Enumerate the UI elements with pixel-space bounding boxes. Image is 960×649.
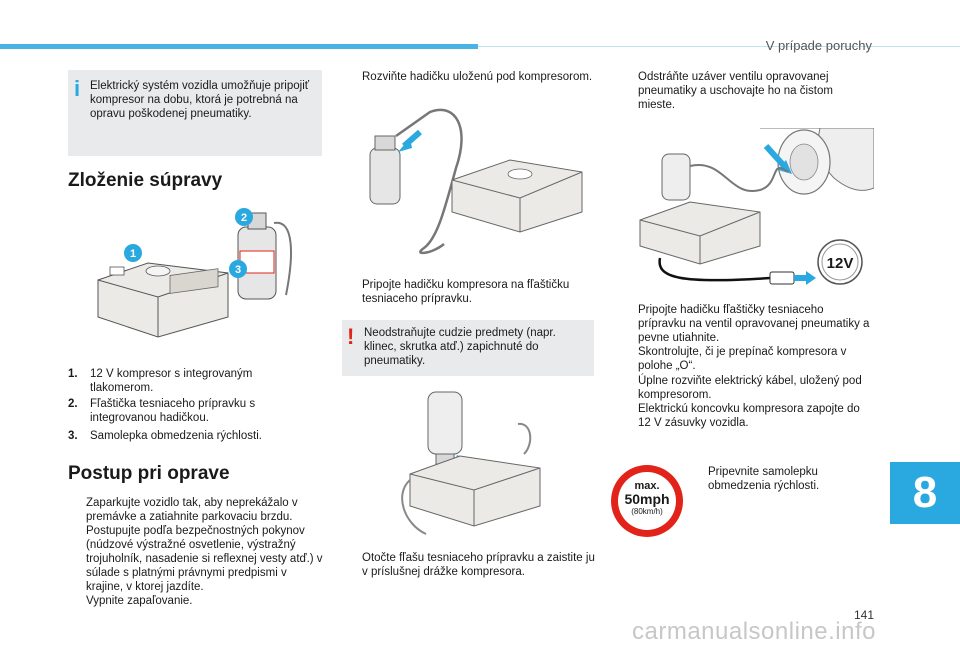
compressor-drawing bbox=[451, 159, 583, 233]
compressor-drawing bbox=[639, 201, 761, 265]
speed-limit-sticker-inner: max. 50mph (80km/h) bbox=[618, 472, 676, 530]
right-step-4: Úplne rozviňte elektrický kábel, uložený… bbox=[620, 374, 872, 402]
callout-1: 1 bbox=[124, 244, 142, 262]
kit-item-3: 3. Samolepka obmedzenia rýchlosti. bbox=[68, 429, 318, 443]
right-step-text: Odstráňte uzáver ventilu opravovanej pne… bbox=[638, 71, 833, 111]
repair-step-text: Postupujte podľa bezpečnostných pokynov … bbox=[86, 525, 323, 593]
sticker-max: max. bbox=[634, 480, 660, 492]
kit-heading: Zloženie súpravy bbox=[68, 170, 223, 191]
sticker-kmh: (80km/h) bbox=[631, 507, 663, 516]
bottle-mount-illustration bbox=[401, 391, 541, 535]
info-text: Elektrický systém vozidla umožňuje pripo… bbox=[90, 80, 310, 120]
hose-drawing bbox=[395, 108, 463, 255]
repair-step-text: Vypnite zapaľovanie. bbox=[86, 595, 193, 607]
watermark: carmanualsonline.info bbox=[632, 618, 876, 645]
middle-step-2: Pripojte hadičku kompresora na fľaštičku… bbox=[344, 278, 594, 306]
right-step-1: Odstráňte uzáver ventilu opravovanej pne… bbox=[620, 70, 870, 112]
socket-label: 12V bbox=[827, 255, 854, 272]
compressor-drawing bbox=[97, 262, 229, 338]
tyre-connection-illustration: 12V bbox=[639, 128, 874, 285]
kit-item-text: 12 V kompresor s integrovaným tlakomerom… bbox=[90, 368, 253, 394]
right-step-5: Elektrickú koncovku kompresora zapojte d… bbox=[620, 402, 872, 430]
kit-item-1: 1. 12 V kompresor s integrovaným tlakome… bbox=[68, 367, 318, 395]
compressor-drawing bbox=[409, 455, 541, 527]
sticker-step-text: Pripevnite samolepku obmedzenia rýchlost… bbox=[708, 466, 820, 492]
repair-step-text: Zaparkujte vozidlo tak, aby neprekážalo … bbox=[86, 497, 298, 523]
info-box: i Elektrický systém vozidla umožňuje pri… bbox=[68, 70, 322, 156]
sticker-step: Pripevnite samolepku obmedzenia rýchlost… bbox=[690, 465, 850, 493]
middle-step-3: Otočte fľašu tesniaceho prípravku a zais… bbox=[344, 551, 598, 579]
bottle-drawing bbox=[427, 391, 463, 455]
middle-step-1: Rozviňte hadičku uloženú pod kompresorom… bbox=[344, 70, 594, 84]
section-title: V prípade poruchy bbox=[765, 38, 872, 53]
right-step-text: Pripojte hadičku fľaštičky tesniaceho pr… bbox=[638, 304, 870, 344]
speed-limit-sticker: max. 50mph (80km/h) bbox=[611, 465, 683, 537]
info-icon: i bbox=[74, 76, 81, 101]
right-step-3: Skontrolujte, či je prepínač kompresora … bbox=[620, 345, 872, 373]
callout-2: 2 bbox=[235, 208, 253, 226]
middle-step-text: Pripojte hadičku kompresora na fľaštičku… bbox=[362, 279, 570, 305]
callout-label-2: 2 bbox=[241, 212, 247, 224]
middle-step-text: Rozviňte hadičku uloženú pod kompresorom… bbox=[362, 71, 593, 83]
kit-item-text: Samolepka obmedzenia rýchlosti. bbox=[90, 430, 262, 442]
repair-step-3: Vypnite zapaľovanie. bbox=[68, 594, 324, 608]
kit-item-2: 2. Fľaštička tesniaceho prípravku s inte… bbox=[68, 397, 318, 425]
kit-item-text: Fľaštička tesniaceho prípravku s integro… bbox=[90, 398, 256, 424]
repair-step-1: Zaparkujte vozidlo tak, aby neprekážalo … bbox=[68, 496, 324, 524]
header-accent-bar bbox=[0, 44, 478, 49]
repair-step-2: Postupujte podľa bezpečnostných pokynov … bbox=[68, 524, 324, 594]
kit-item-number: 2. bbox=[68, 398, 78, 410]
plug-drawing bbox=[769, 271, 795, 285]
kit-item-number: 1. bbox=[68, 368, 78, 380]
right-step-text: Skontrolujte, či je prepínač kompresora … bbox=[638, 346, 847, 372]
repair-heading: Postup pri oprave bbox=[68, 463, 230, 484]
kit-illustration: 1 2 3 bbox=[97, 208, 292, 338]
sealant-bottle-drawing bbox=[237, 212, 292, 300]
page-number: 141 bbox=[853, 608, 874, 622]
warning-box: ! Neodstraňujte cudzie predmety (napr. k… bbox=[342, 320, 594, 376]
bottle-drawing bbox=[661, 153, 691, 201]
hose-unroll-illustration bbox=[369, 108, 583, 255]
callout-label-1: 1 bbox=[130, 248, 136, 260]
right-step-2: Pripojte hadičku fľaštičky tesniaceho pr… bbox=[620, 303, 872, 345]
bottle-drawing bbox=[369, 147, 401, 205]
middle-step-text: Otočte fľašu tesniaceho prípravku a zais… bbox=[362, 552, 595, 578]
callout-3: 3 bbox=[229, 260, 247, 278]
chapter-tab: 8 bbox=[890, 462, 960, 524]
kit-item-number: 3. bbox=[68, 430, 78, 442]
right-step-text: Elektrickú koncovku kompresora zapojte d… bbox=[638, 403, 860, 429]
power-cable-drawing bbox=[658, 257, 771, 282]
header-rule bbox=[478, 46, 960, 47]
sticker-speed: 50mph bbox=[624, 491, 670, 507]
warning-text: Neodstraňujte cudzie predmety (napr. kli… bbox=[364, 327, 556, 367]
right-step-text: Úplne rozviňte elektrický kábel, uložený… bbox=[638, 375, 862, 401]
callout-label-3: 3 bbox=[235, 264, 241, 276]
warning-icon: ! bbox=[347, 324, 355, 349]
hose-drawing bbox=[689, 163, 789, 193]
